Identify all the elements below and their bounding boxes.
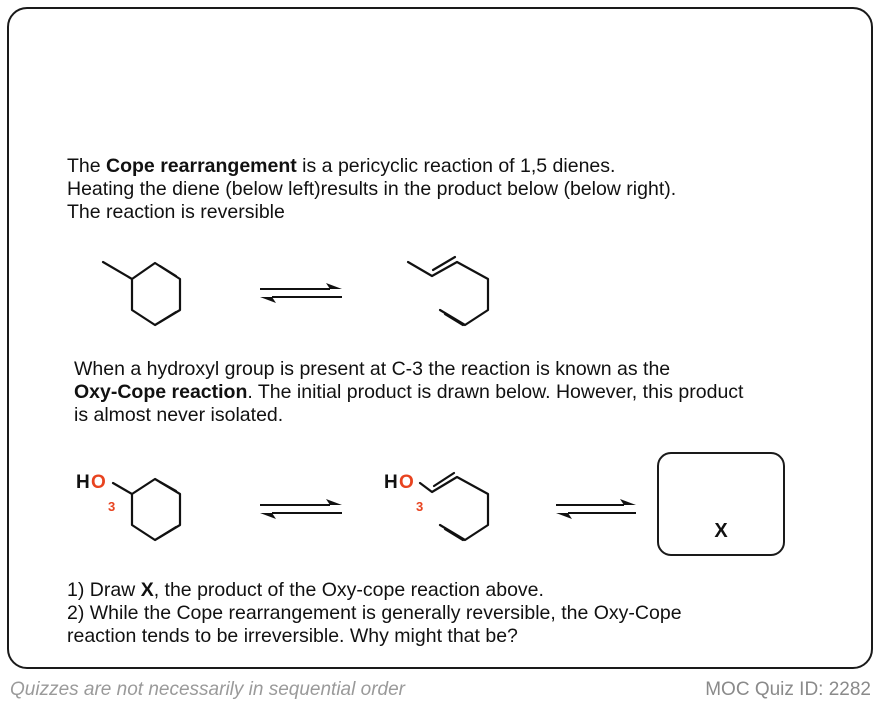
question-text: 2) While the Cope rearrangement is gener… — [67, 602, 682, 624]
oxy-cope-enol-structure: H O 3 — [384, 471, 490, 542]
oxygen-label: O — [91, 472, 106, 493]
cope-reactant-structure — [101, 260, 182, 327]
question-x: X — [140, 579, 154, 601]
equilibrium-arrows-3 — [556, 499, 636, 519]
oxygen-label: O — [399, 472, 414, 493]
cope-rearrangement-term: Cope rearrangement — [106, 155, 297, 177]
carbon-number-label: 3 — [108, 499, 115, 514]
intro-text: is a pericyclic reaction of 1,5 dienes. — [296, 155, 616, 177]
question-text: 1) Draw — [67, 579, 141, 601]
oxy-text: . The initial product is drawn below. Ho… — [247, 381, 744, 403]
oxy-text: When a hydroxyl group is present at C-3 … — [74, 358, 671, 380]
answer-box[interactable]: X — [657, 452, 785, 556]
quiz-id: MOC Quiz ID: 2282 — [705, 679, 871, 700]
footer-note: Quizzes are not necessarily in sequentia… — [10, 679, 405, 700]
answer-label: X — [714, 520, 728, 542]
hydrogen-label: H — [76, 472, 90, 493]
intro-paragraph: The Cope rearrangement is a pericyclic r… — [67, 155, 676, 224]
intro-text: Heating the diene (below left)results in… — [67, 178, 677, 200]
hydrogen-label: H — [384, 472, 398, 493]
questions-paragraph: 1) Draw X, the product of the Oxy-cope r… — [67, 579, 682, 648]
oxy-cope-paragraph: When a hydroxyl group is present at C-3 … — [74, 358, 743, 427]
equilibrium-arrows-1 — [260, 283, 342, 303]
carbon-number-label: 3 — [416, 499, 423, 514]
cope-product-structure — [406, 255, 490, 327]
oxy-text: is almost never isolated. — [74, 404, 284, 426]
quiz-card — [7, 7, 873, 669]
intro-text: The — [67, 155, 107, 177]
question-text: reaction tends to be irreversible. Why m… — [67, 625, 518, 647]
question-text: , the product of the Oxy-cope reaction a… — [153, 579, 544, 601]
oxy-cope-reactant-structure: H O 3 — [76, 472, 182, 542]
oxy-cope-term: Oxy-Cope reaction — [74, 381, 248, 403]
equilibrium-arrows-2 — [260, 499, 342, 519]
intro-text: The reaction is reversible — [67, 201, 285, 223]
